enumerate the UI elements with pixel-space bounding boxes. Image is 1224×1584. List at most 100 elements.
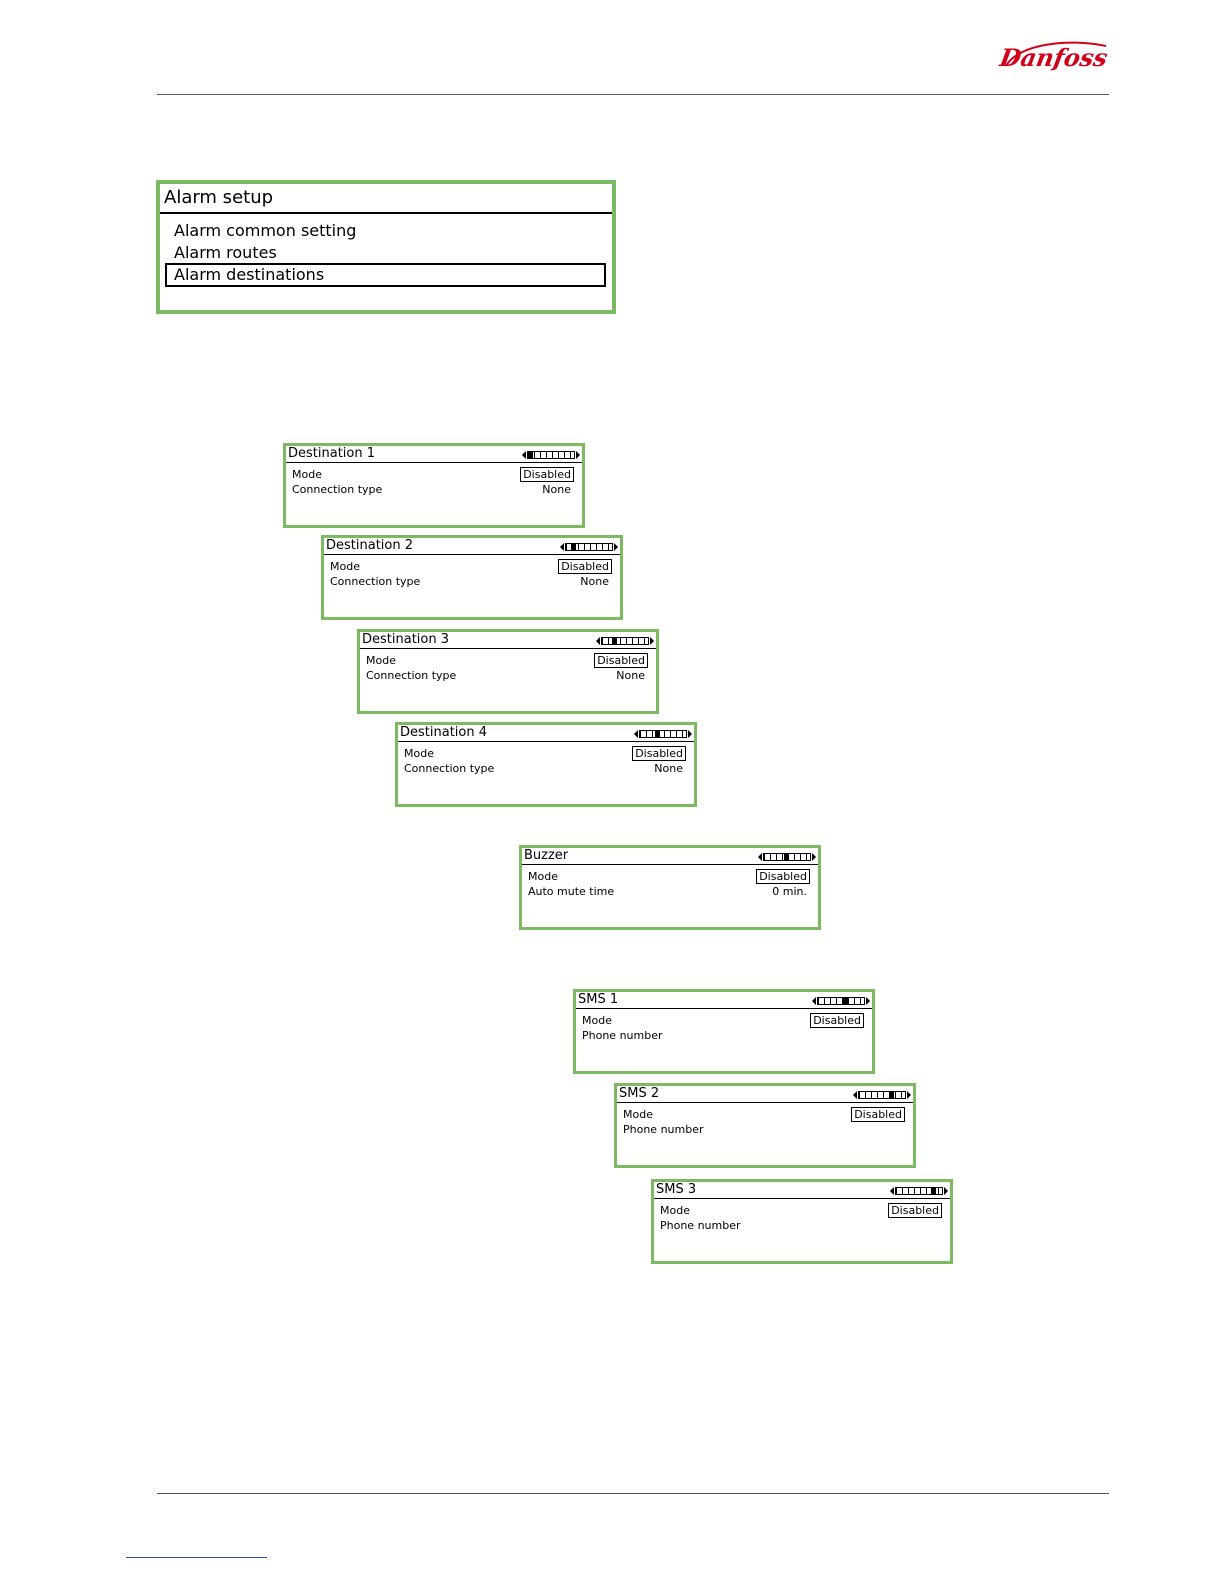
phone-number-row[interactable]: Phone number	[582, 1029, 864, 1043]
connection-type-label: Connection type	[404, 762, 495, 775]
connection-type-row[interactable]: Connection type None	[404, 762, 686, 776]
scroll-indicator[interactable]	[812, 996, 870, 1005]
screen-title: Buzzer	[524, 848, 569, 863]
mode-value[interactable]: Disabled	[851, 1107, 905, 1122]
menu-item-alarm-destinations[interactable]: Alarm destinations	[165, 263, 606, 287]
menu-item-alarm-routes[interactable]: Alarm routes	[174, 243, 277, 262]
mode-label: Mode	[528, 870, 558, 883]
mode-row[interactable]: Mode Disabled	[366, 653, 648, 668]
arrow-left-icon[interactable]	[758, 852, 762, 861]
arrow-right-icon[interactable]	[576, 450, 580, 459]
scroll-indicator[interactable]	[634, 729, 692, 738]
auto-mute-time-row[interactable]: Auto mute time 0 min.	[528, 885, 810, 899]
connection-type-value[interactable]: None	[580, 575, 609, 588]
arrow-left-icon[interactable]	[890, 1186, 894, 1195]
alarm-setup-menu: Alarm setup Alarm common setting Alarm r…	[156, 180, 616, 314]
mode-row[interactable]: Mode Disabled	[330, 559, 612, 574]
mode-value[interactable]: Disabled	[520, 467, 574, 482]
mode-label: Mode	[404, 747, 434, 760]
connection-type-value[interactable]: None	[654, 762, 683, 775]
arrow-right-icon[interactable]	[650, 636, 654, 645]
auto-mute-time-label: Auto mute time	[528, 885, 615, 898]
scroll-indicator[interactable]	[596, 636, 654, 645]
sms-3-screen: SMS 3 Mode Disabled Phone number	[651, 1179, 953, 1264]
mode-value[interactable]: Disabled	[810, 1013, 864, 1028]
scroll-thumb	[528, 451, 533, 458]
mode-row[interactable]: Mode Disabled	[582, 1013, 864, 1028]
danfoss-logo: Danfoss	[998, 41, 1110, 72]
scroll-thumb	[655, 730, 660, 737]
connection-type-label: Connection type	[330, 575, 421, 588]
connection-type-value[interactable]: None	[542, 483, 571, 496]
arrow-right-icon[interactable]	[614, 542, 618, 551]
mode-label: Mode	[660, 1204, 690, 1217]
header-rule	[157, 94, 1109, 95]
menu-title: Alarm setup	[160, 184, 612, 214]
phone-number-row[interactable]: Phone number	[660, 1219, 942, 1233]
mode-row[interactable]: Mode Disabled	[660, 1203, 942, 1218]
arrow-right-icon[interactable]	[812, 852, 816, 861]
screen-title: Destination 1	[288, 446, 376, 461]
arrow-right-icon[interactable]	[907, 1090, 911, 1099]
mode-value[interactable]: Disabled	[594, 653, 648, 668]
arrow-left-icon[interactable]	[853, 1090, 857, 1099]
footer-link-underline[interactable]	[126, 1557, 267, 1558]
scroll-thumb	[931, 1187, 936, 1194]
arrow-left-icon[interactable]	[596, 636, 600, 645]
screen-title: SMS 2	[619, 1086, 660, 1101]
mode-row[interactable]: Mode Disabled	[292, 467, 574, 482]
mode-value[interactable]: Disabled	[756, 869, 810, 884]
screen-title: Destination 3	[362, 632, 450, 647]
destination-4-screen: Destination 4 Mode Disabled Connection ty…	[395, 722, 697, 807]
mode-label: Mode	[623, 1108, 653, 1121]
scroll-thumb	[889, 1091, 894, 1098]
phone-number-label: Phone number	[660, 1219, 741, 1232]
sms-1-screen: SMS 1 Mode Disabled Phone number	[573, 989, 875, 1074]
arrow-left-icon[interactable]	[560, 542, 564, 551]
mode-label: Mode	[366, 654, 396, 667]
scroll-thumb	[784, 853, 789, 860]
arrow-right-icon[interactable]	[944, 1186, 948, 1195]
mode-label: Mode	[582, 1014, 612, 1027]
screen-title: Destination 2	[326, 538, 414, 553]
menu-item-alarm-common-setting[interactable]: Alarm common setting	[174, 221, 357, 240]
screen-title: SMS 3	[656, 1182, 697, 1197]
phone-number-row[interactable]: Phone number	[623, 1123, 905, 1137]
buzzer-screen: Buzzer Mode Disabled Auto mute time 0 min.	[519, 845, 821, 930]
connection-type-label: Connection type	[366, 669, 457, 682]
scroll-thumb	[843, 997, 848, 1004]
arrow-left-icon[interactable]	[634, 729, 638, 738]
mode-value[interactable]: Disabled	[888, 1203, 942, 1218]
destination-2-screen: Destination 2 Mode Disabled Connection ty…	[321, 535, 623, 620]
arrow-left-icon[interactable]	[522, 450, 526, 459]
connection-type-row[interactable]: Connection type None	[366, 669, 648, 683]
scroll-indicator[interactable]	[522, 450, 580, 459]
mode-row[interactable]: Mode Disabled	[623, 1107, 905, 1122]
mode-label: Mode	[292, 468, 322, 481]
mode-value[interactable]: Disabled	[632, 746, 686, 761]
scroll-indicator[interactable]	[853, 1090, 911, 1099]
scroll-indicator[interactable]	[560, 542, 618, 551]
destination-3-screen: Destination 3 Mode Disabled Connection ty…	[357, 629, 659, 714]
phone-number-label: Phone number	[582, 1029, 663, 1042]
connection-type-value[interactable]: None	[616, 669, 645, 682]
scroll-thumb	[612, 637, 617, 644]
scroll-indicator[interactable]	[890, 1186, 948, 1195]
auto-mute-time-value[interactable]: 0 min.	[772, 885, 807, 898]
sms-2-screen: SMS 2 Mode Disabled Phone number	[614, 1083, 916, 1168]
arrow-left-icon[interactable]	[812, 996, 816, 1005]
scroll-indicator[interactable]	[758, 852, 816, 861]
phone-number-label: Phone number	[623, 1123, 704, 1136]
screen-title: SMS 1	[578, 992, 619, 1007]
footer-rule	[157, 1493, 1109, 1494]
connection-type-row[interactable]: Connection type None	[330, 575, 612, 589]
mode-label: Mode	[330, 560, 360, 573]
screen-title: Destination 4	[400, 725, 488, 740]
arrow-right-icon[interactable]	[866, 996, 870, 1005]
mode-row[interactable]: Mode Disabled	[528, 869, 810, 884]
mode-value[interactable]: Disabled	[558, 559, 612, 574]
mode-row[interactable]: Mode Disabled	[404, 746, 686, 761]
svg-text:Danfoss: Danfoss	[998, 43, 1110, 72]
arrow-right-icon[interactable]	[688, 729, 692, 738]
